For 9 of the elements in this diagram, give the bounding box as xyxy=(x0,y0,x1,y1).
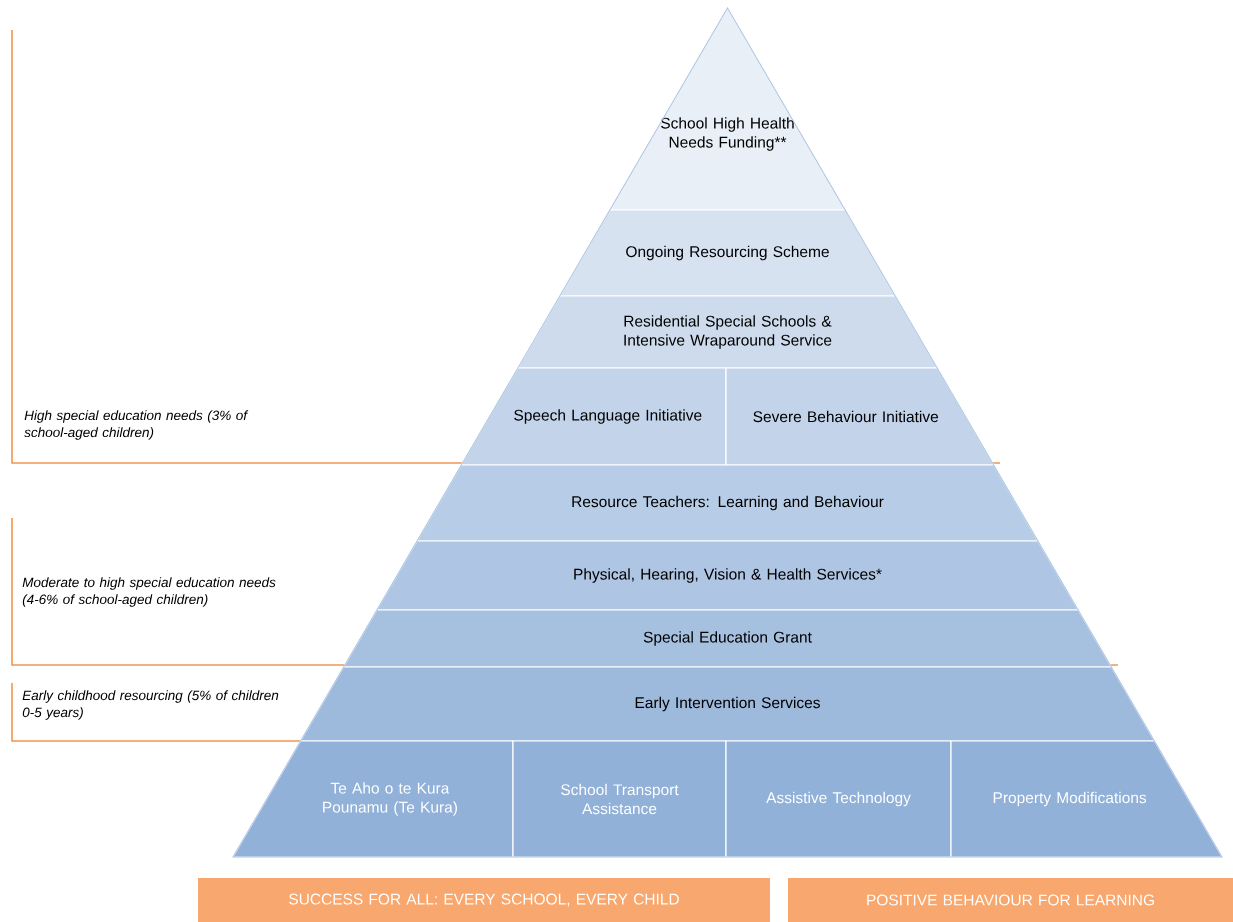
pyramid-tier: Assistive Technology xyxy=(725,740,952,858)
annotation: High special education needs (3% of school-aged children) xyxy=(24,410,249,440)
pyramid-tier: School Transport Assistance xyxy=(512,740,727,858)
banner: POSITIVE BEHAVIOUR FOR LEARNING xyxy=(788,878,1233,922)
annotation: Early childhood resourcing (5% of children 0-5 years) xyxy=(22,690,279,720)
annotation: Moderate to high special education needs (4-6% of school-aged children) xyxy=(22,577,276,607)
pyramid-tier: Resource Teachers: Learning and Behaviour xyxy=(416,464,1039,542)
pyramid-tier: Property Modifications xyxy=(950,740,1224,858)
banner: SUCCESS FOR ALL: EVERY SCHOOL, EVERY CHILD xyxy=(198,878,770,922)
